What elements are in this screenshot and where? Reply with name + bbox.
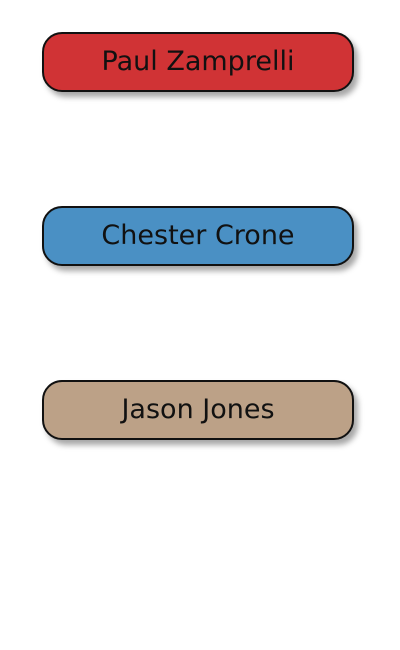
person-button-paul-zamprelli[interactable]: Paul Zamprelli — [42, 32, 354, 92]
person-button-label: Chester Crone — [101, 219, 295, 251]
person-button-jason-jones[interactable]: Jason Jones — [42, 380, 354, 440]
person-button-label: Paul Zamprelli — [101, 45, 295, 77]
person-button-chester-crone[interactable]: Chester Crone — [42, 206, 354, 266]
person-button-label: Jason Jones — [121, 393, 275, 425]
